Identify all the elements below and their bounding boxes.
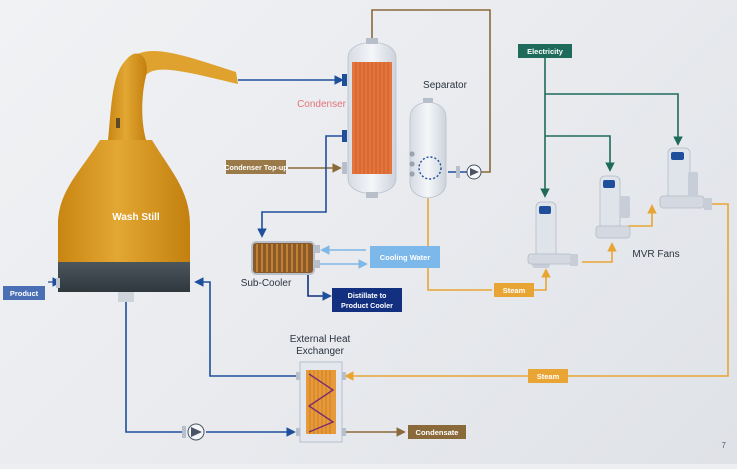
svg-text:Steam: Steam [503,286,526,295]
separator-to-mvr-line [427,198,492,291]
mvr-fan-2 [595,175,631,239]
product-tag: Product [3,286,45,300]
electricity-branch-3 [545,93,683,146]
exchanger-core [306,370,336,434]
condenser-outlet-flange [342,130,347,142]
still-pot [58,140,190,262]
exchanger-return-line [194,277,298,377]
exchanger-label-line2: Exchanger [296,346,344,357]
condensate-tag: Condensate [408,425,466,439]
condenser-inlet-flange [342,74,347,86]
sub-cooler: Sub-Cooler [241,241,320,289]
distillate-tag: Distillate to Product Cooler [332,288,402,312]
steam-tag-lower: Steam [528,369,568,383]
separator-label: Separator [423,80,468,91]
electricity-tag: Electricity [518,44,572,58]
separator-top-nozzle [423,98,433,103]
svg-text:Electricity: Electricity [527,47,564,56]
separator-pump [456,164,482,180]
separator-port-3 [409,171,415,177]
separator-port-2 [409,161,415,167]
svg-text:Condensate: Condensate [416,428,459,437]
mvr-fans-label: MVR Fans [632,249,679,260]
lyne-arm [130,50,238,84]
electricity-branch-2 [545,135,615,172]
page-number: 7 [722,441,727,450]
wash-still-label: Wash Still [112,212,160,223]
exchanger-label-line1: External Heat [290,334,351,345]
still-inlet-flange [56,278,60,288]
still-foot [118,292,134,302]
exchanger-flow-path [307,373,335,433]
external-heat-exchanger: External Heat Exchanger [290,334,351,443]
svg-text:Product Cooler: Product Cooler [341,301,393,310]
cooling-water-tag: Cooling Water [370,246,440,268]
svg-text:Condenser Top-up: Condenser Top-up [224,163,288,172]
still-pump [182,423,205,441]
still-drain-line [125,302,184,433]
steam-tag-upper: Steam [494,283,534,297]
distillate-line [307,272,332,301]
svg-text:Distillate to: Distillate to [348,291,387,300]
still-base [58,262,190,292]
sub-cooler-label: Sub-Cooler [241,278,292,289]
separator: Separator [409,80,468,199]
steam-to-fan1-line [534,268,551,291]
fan1-to-fan2-line [582,242,617,263]
sight-glass [116,118,120,128]
mvr-fan-1 [527,201,578,268]
condenser-top-nozzle [366,38,378,44]
fan2-to-fan3-line [628,204,657,227]
separator-sight-window [418,156,442,180]
condenser-topup-flange [342,162,347,174]
condenser-bottom-nozzle [366,192,378,198]
condenser-to-subcooler-line [257,135,342,238]
condenser-tubes [355,62,389,174]
wash-still: Wash Still [56,50,238,302]
mvr-fan-3 [659,147,712,210]
mvr-steam-return-line [566,203,729,377]
separator-port-1 [409,151,415,157]
sub-cooler-body [251,241,315,275]
svg-text:Steam: Steam [537,372,560,381]
separator-shell [409,101,447,199]
still-neck [108,53,147,141]
condenser-label: Condenser [297,99,347,110]
svg-text:Product: Product [10,289,39,298]
svg-text:Cooling Water: Cooling Water [380,253,431,262]
condenser-topup-tag: Condenser Top-up [224,160,288,174]
condenser: Condenser [297,38,397,198]
sub-cooler-tubes [256,244,308,272]
separator-loop-line [371,9,491,173]
